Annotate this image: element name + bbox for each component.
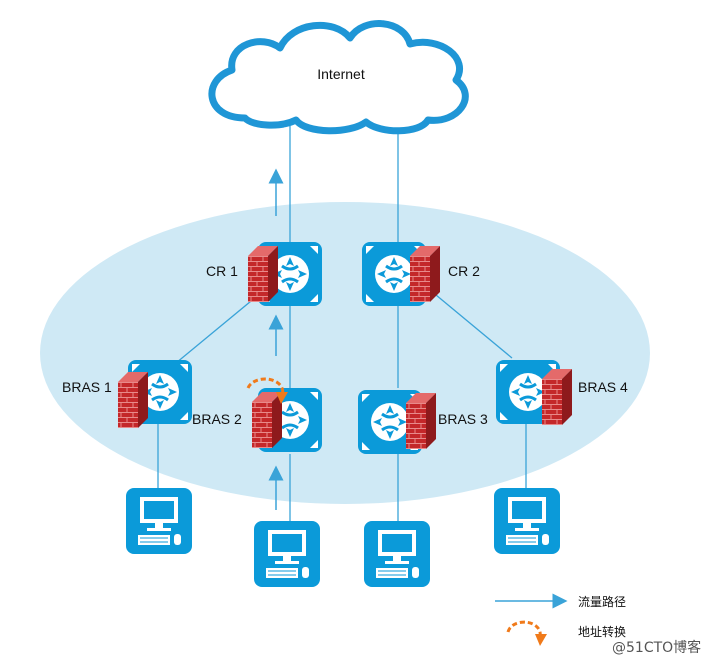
pc-1[interactable] <box>125 487 193 555</box>
nat-arrowhead-icon <box>276 392 288 404</box>
link-cr1-bras1 <box>175 291 263 364</box>
pc-2[interactable] <box>253 520 321 588</box>
domain-ellipse <box>40 202 650 504</box>
firewall-icon <box>410 246 440 302</box>
link-cr2-bras4 <box>429 289 513 359</box>
bras1-label: BRAS 1 <box>62 379 112 395</box>
bras3-label: BRAS 3 <box>438 411 488 427</box>
firewall-icon <box>248 246 278 302</box>
links <box>157 118 527 521</box>
bras-3[interactable]: BRAS 3 <box>356 388 488 456</box>
router-cr2[interactable]: CR 2 <box>360 240 480 308</box>
legend-nat-icon <box>506 620 542 637</box>
bras2-label: BRAS 2 <box>192 411 242 427</box>
internet-label: Internet <box>317 66 365 82</box>
router-cr1[interactable]: CR 1 <box>206 240 324 308</box>
cr1-label: CR 1 <box>206 263 238 279</box>
bras-2[interactable]: BRAS 2 <box>192 377 324 454</box>
legend: 流量路径 地址转换 <box>495 593 626 646</box>
internet-cloud: Internet <box>208 20 469 135</box>
bras4-label: BRAS 4 <box>578 379 628 395</box>
bras-4[interactable]: BRAS 4 <box>494 358 628 426</box>
watermark: @51CTO博客 <box>612 639 701 656</box>
legend-nat-label: 地址转换 <box>578 624 626 639</box>
legend-traffic-label: 流量路径 <box>578 594 626 609</box>
firewall-icon <box>118 372 148 428</box>
cr2-label: CR 2 <box>448 263 480 279</box>
pc-4[interactable] <box>493 487 561 555</box>
pc-3[interactable] <box>363 520 431 588</box>
firewall-icon <box>406 393 436 449</box>
nat-arrow-icon <box>246 377 285 396</box>
bras-1[interactable]: BRAS 1 <box>62 358 194 428</box>
firewall-icon <box>542 369 572 425</box>
firewall-icon <box>252 392 282 448</box>
